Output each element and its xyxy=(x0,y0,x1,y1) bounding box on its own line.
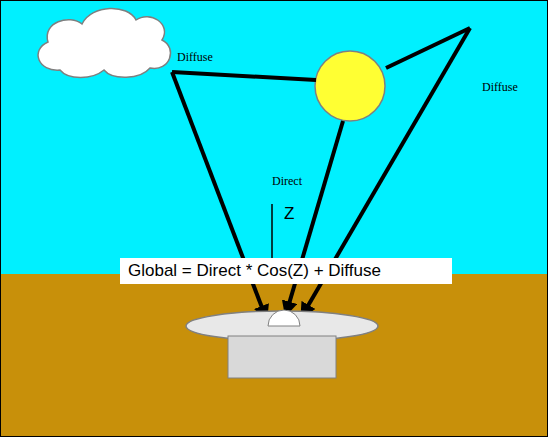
zenith-label: Z xyxy=(284,204,294,224)
instrument-dome xyxy=(268,310,300,326)
zenith-line xyxy=(271,204,273,258)
formula-text: Global = Direct * Cos(Z) + Diffuse xyxy=(128,260,444,282)
ground xyxy=(0,274,548,437)
formula-box: Global = Direct * Cos(Z) + Diffuse xyxy=(120,258,452,284)
radiation-ray xyxy=(172,72,316,80)
diffuse-label: Diffuse xyxy=(177,50,213,65)
diffuse-label: Diffuse xyxy=(482,80,518,95)
cloud xyxy=(38,8,170,77)
radiation-ray xyxy=(286,121,343,314)
sky xyxy=(0,0,548,274)
sun xyxy=(315,51,385,121)
direct-label: Direct xyxy=(272,174,302,189)
instrument-base xyxy=(228,336,336,378)
